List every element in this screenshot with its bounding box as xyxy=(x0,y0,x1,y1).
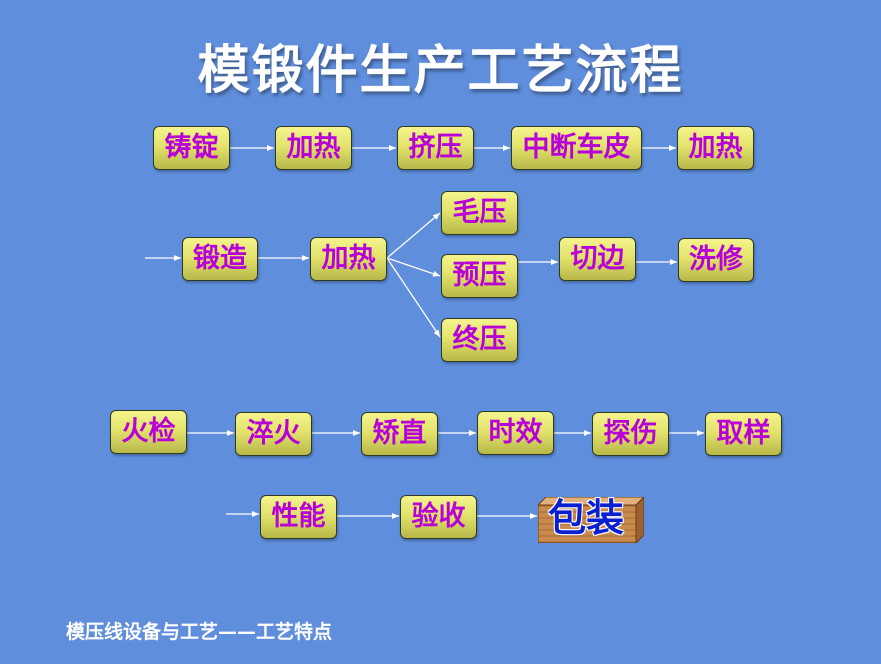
step-fire-inspection: 火检 xyxy=(110,410,187,454)
step-trimming: 切边 xyxy=(559,237,636,281)
arrow-r2-b2 xyxy=(387,258,440,276)
step-straightening: 矫直 xyxy=(361,412,438,456)
step-acceptance: 验收 xyxy=(400,495,477,539)
step-sampling: 取样 xyxy=(705,412,782,456)
step-heating-3: 加热 xyxy=(310,237,387,281)
arrow-r2-b3 xyxy=(387,258,440,337)
step-cleaning: 洗修 xyxy=(678,238,754,282)
step-heating-2: 加热 xyxy=(677,126,754,170)
step-forging: 锻造 xyxy=(182,237,258,281)
step-pre-press: 预压 xyxy=(441,254,518,298)
step-ingot: 铸锭 xyxy=(153,126,230,170)
arrow-r2-b1 xyxy=(387,213,440,258)
step-heating-1: 加热 xyxy=(275,126,352,170)
step-flaw-detection: 探伤 xyxy=(592,412,669,456)
step-quenching: 淬火 xyxy=(235,412,312,456)
step-extrusion: 挤压 xyxy=(397,126,474,170)
step-final-press: 终压 xyxy=(441,318,518,362)
step-packaging: 包装 xyxy=(540,495,632,541)
step-turning: 中断车皮 xyxy=(511,126,642,170)
step-blocker-press: 毛压 xyxy=(441,191,518,235)
footer-caption: 模压线设备与工艺——工艺特点 xyxy=(66,617,332,644)
step-aging: 时效 xyxy=(477,411,554,455)
step-performance: 性能 xyxy=(260,495,337,539)
